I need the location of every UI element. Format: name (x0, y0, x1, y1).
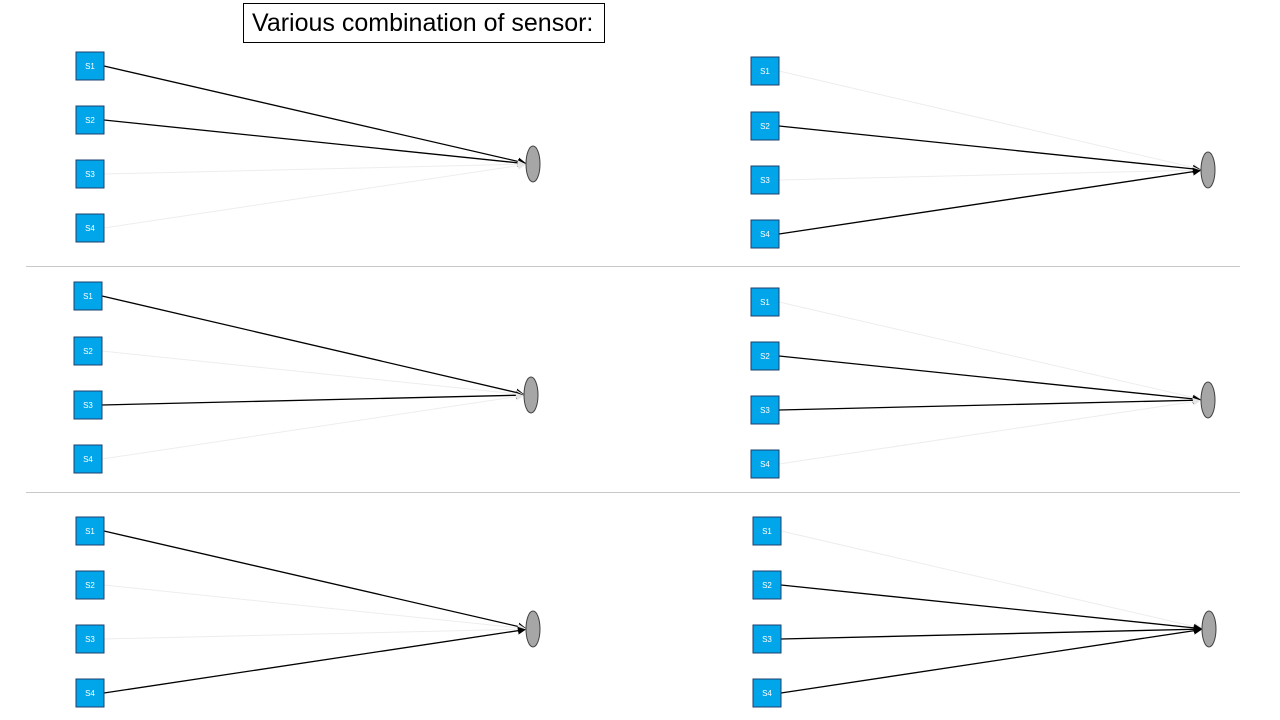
sensor-label-s1: S1 (760, 298, 770, 307)
slide-title: Various combination of sensor: (243, 3, 605, 43)
sensor-label-s2: S2 (760, 352, 770, 361)
edge-s1-active (103, 530, 526, 631)
sensor-label-s2: S2 (760, 122, 770, 131)
sensor-label-s1: S1 (760, 67, 770, 76)
sensor-node-s1 (75, 516, 105, 546)
sensor-label-s2: S2 (83, 347, 93, 356)
sensor-label-s2: S2 (85, 116, 95, 125)
fusion-node (525, 610, 541, 648)
row-divider-1 (26, 266, 1240, 267)
edge-s2-active (778, 355, 1201, 403)
sensor-node-s3 (750, 395, 780, 425)
sensor-node-s3 (75, 159, 105, 189)
edge-s3-active (101, 391, 524, 406)
edge-s1-active (103, 65, 526, 166)
sensor-node-s2 (750, 111, 780, 141)
sensor-node-s4 (750, 219, 780, 249)
sensor-node-s1 (75, 51, 105, 81)
sensor-label-s4: S4 (85, 689, 95, 698)
sensor-node-s1 (752, 516, 782, 546)
edge-s4-inactive (103, 161, 526, 229)
edge-s4-inactive (778, 397, 1201, 465)
sensor-node-s2 (75, 570, 105, 600)
sensor-node-s3 (75, 624, 105, 654)
edge-s3-inactive (103, 625, 526, 640)
sensor-node-s2 (750, 341, 780, 371)
sensor-node-s1 (750, 56, 780, 86)
sensor-label-s4: S4 (760, 230, 770, 239)
edge-s2-inactive (101, 350, 524, 398)
sensor-node-s4 (752, 678, 782, 708)
sensor-node-s2 (752, 570, 782, 600)
edge-s4-active (103, 626, 526, 694)
edge-s2-active (778, 125, 1201, 173)
sensor-label-s1: S1 (83, 292, 93, 301)
edge-s2-inactive (103, 584, 526, 632)
sensor-label-s4: S4 (760, 460, 770, 469)
sensor-label-s1: S1 (762, 527, 772, 536)
sensor-label-s1: S1 (85, 62, 95, 71)
row-divider-2 (26, 492, 1240, 493)
edge-s3-active (780, 625, 1202, 640)
sensor-node-s3 (73, 390, 103, 420)
sensor-label-s3: S3 (85, 635, 95, 644)
sensor-node-s1 (73, 281, 103, 311)
edge-s1-inactive (778, 301, 1201, 402)
edge-s4-active (780, 626, 1202, 694)
sensor-node-s4 (73, 444, 103, 474)
edge-s3-inactive (103, 160, 526, 175)
sensor-label-s3: S3 (762, 635, 772, 644)
edge-s1-inactive (780, 530, 1202, 631)
sensor-node-s2 (73, 336, 103, 366)
sensor-label-s1: S1 (85, 527, 95, 536)
sensor-label-s3: S3 (83, 401, 93, 410)
sensor-label-s3: S3 (760, 176, 770, 185)
sensor-label-s2: S2 (762, 581, 772, 590)
sensor-node-s2 (75, 105, 105, 135)
sensor-label-s4: S4 (85, 224, 95, 233)
edge-s4-inactive (101, 392, 524, 460)
sensor-node-s4 (75, 213, 105, 243)
sensor-node-s1 (750, 287, 780, 317)
sensor-node-s4 (75, 678, 105, 708)
sensor-label-s2: S2 (85, 581, 95, 590)
fusion-node (1201, 610, 1217, 648)
sensor-node-s3 (752, 624, 782, 654)
edge-s2-active (780, 584, 1202, 632)
sensor-label-s4: S4 (83, 455, 93, 464)
fusion-node (1200, 381, 1216, 419)
sensor-node-s4 (750, 449, 780, 479)
edge-s4-active (778, 167, 1201, 235)
sensor-label-s3: S3 (85, 170, 95, 179)
fusion-node (523, 376, 539, 414)
fusion-node (1200, 151, 1216, 189)
edge-s3-inactive (778, 166, 1201, 181)
sensor-node-s3 (750, 165, 780, 195)
edge-s1-inactive (778, 70, 1201, 172)
edge-s1-active (101, 295, 524, 397)
sensor-label-s4: S4 (762, 689, 772, 698)
edge-s2-active (103, 119, 526, 167)
edge-s3-active (778, 396, 1201, 411)
sensor-label-s3: S3 (760, 406, 770, 415)
fusion-node (525, 145, 541, 183)
